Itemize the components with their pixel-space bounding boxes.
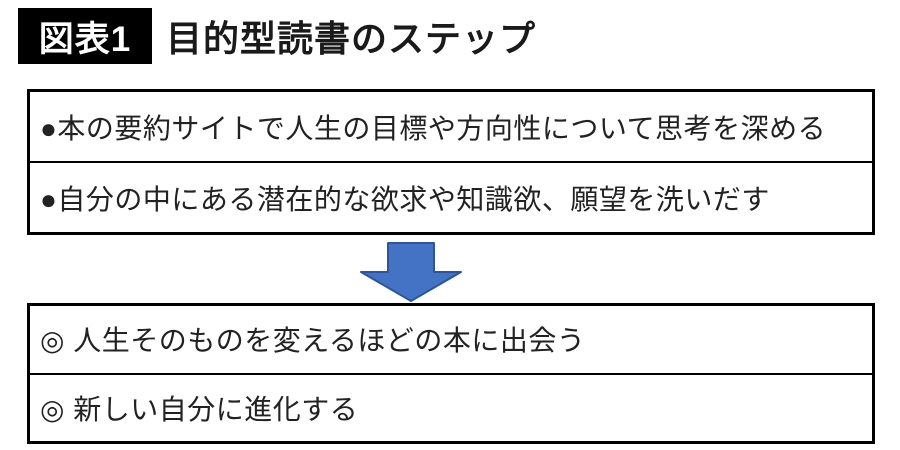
steps-box: ●本の要約サイトで人生の目標や方向性について思考を深める ●自分の中にある潜在的… [27, 89, 875, 235]
results-box: ◎ 人生そのものを変えるほどの本に出会う ◎ 新しい自分に進化する [27, 303, 875, 444]
results-box-row-1: ◎ 人生そのものを変えるほどの本に出会う [40, 325, 586, 357]
down-arrow-icon [360, 242, 462, 302]
down-arrow-shape [360, 242, 462, 302]
steps-box-row-2: ●自分の中にある潜在的な欲求や知識欲、願望を洗いだす [30, 161, 872, 232]
figure-title: 目的型読書のステップ [166, 18, 537, 59]
figure-number-badge: 図表1 [18, 8, 152, 64]
results-box-row-2: ◎ 新しい自分に進化する [30, 372, 872, 442]
steps-box-row-1: ●本の要約サイトで人生の目標や方向性について思考を深める [40, 112, 827, 144]
